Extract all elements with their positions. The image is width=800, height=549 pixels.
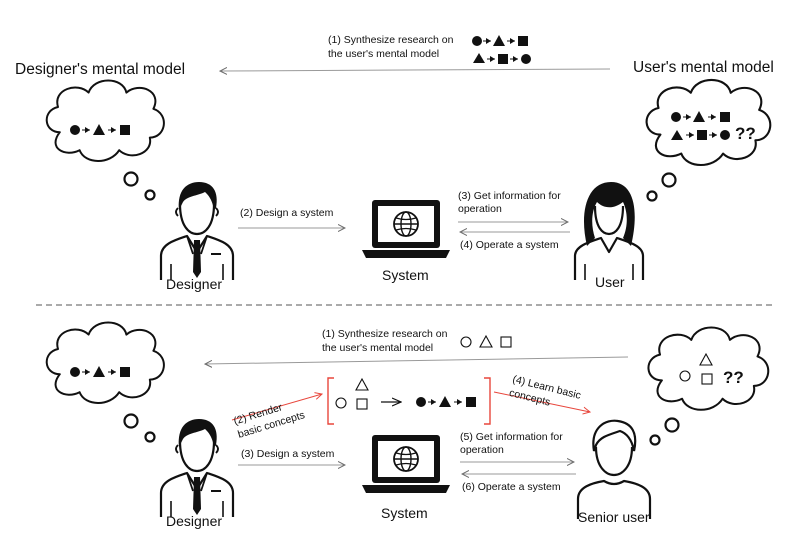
top-designer-figure	[159, 180, 235, 282]
bottom-research-symbols	[460, 334, 512, 348]
top-operate-label: (4) Operate a system	[460, 239, 559, 251]
bottom-laptop-icon	[361, 434, 451, 494]
bottom-research-label-line1: (1) Synthesize research on	[322, 328, 448, 340]
top-system-label: System	[382, 267, 429, 283]
top-designer-label: Designer	[166, 276, 222, 292]
learn-concepts-label: (4) Learn basic concepts	[508, 373, 582, 408]
top-designer-mental-model-title: Designer's mental model	[15, 61, 185, 78]
bottom-panel: (1) Synthesize research on the user's me…	[45, 321, 770, 529]
top-user-figure	[573, 180, 645, 282]
bottom-operate-label: (6) Operate a system	[462, 481, 561, 493]
bottom-designer-figure	[159, 417, 235, 519]
bottom-senior-user-label: Senior user	[578, 509, 650, 525]
top-user-thought-cloud: ??	[645, 78, 772, 202]
top-get-info-label-line2: operation	[458, 203, 502, 215]
concepts-bracket-left	[327, 377, 334, 425]
render-concepts-arrow	[231, 394, 322, 421]
top-research-arrow	[220, 69, 611, 71]
bottom-confusion-marks: ??	[723, 368, 744, 387]
top-research-label-line2: the user's mental model	[328, 48, 439, 60]
render-concepts-label: (2) Render basic concepts	[232, 401, 306, 441]
top-user-label: User	[595, 274, 625, 290]
bottom-research-label-line2: the user's mental model	[322, 342, 433, 354]
bottom-designer-label: Designer	[166, 513, 222, 529]
top-laptop-icon	[361, 199, 451, 259]
top-confusion-marks: ??	[735, 124, 756, 143]
top-design-label: (2) Design a system	[240, 207, 334, 219]
top-research-symbols	[472, 35, 531, 64]
top-get-info-label-line1: (3) Get information for	[458, 190, 561, 202]
bottom-user-thought-cloud: ??	[647, 326, 770, 446]
top-user-mental-model-title: User's mental model	[633, 59, 774, 76]
top-research-label-line1: (1) Synthesize research on	[328, 34, 454, 46]
top-designer-thought-cloud	[45, 79, 165, 201]
bottom-get-info-label-line1: (5) Get information for	[460, 431, 563, 443]
top-panel: (1) Synthesize research on the user's me…	[15, 34, 774, 292]
bottom-research-arrow	[205, 356, 629, 364]
learn-concepts-arrow	[493, 391, 590, 412]
bottom-designer-thought-cloud	[45, 321, 165, 443]
bottom-senior-user-figure	[576, 419, 652, 521]
bottom-get-info-label-line2: operation	[460, 444, 504, 456]
basic-concept-symbols	[335, 377, 476, 410]
bottom-system-label: System	[381, 505, 428, 521]
concepts-bracket-right	[484, 377, 491, 425]
bottom-design-label: (3) Design a system	[241, 448, 335, 460]
